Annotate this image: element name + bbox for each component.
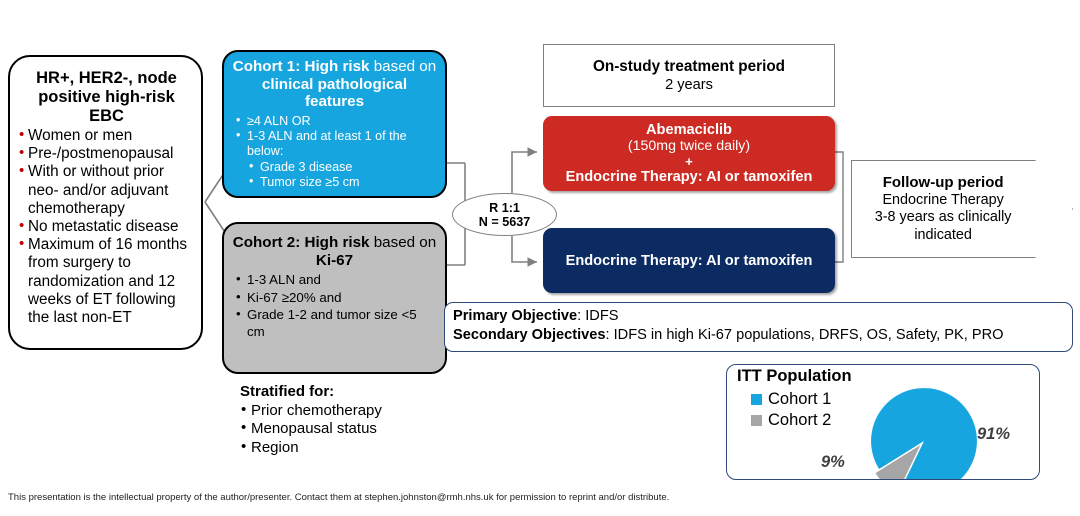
copyright-footer: This presentation is the intellectual pr… (8, 492, 670, 503)
list-item: No metastatic disease (19, 217, 194, 236)
pie-value-label-cohort-2: 9% (821, 453, 845, 471)
stratification-heading: Stratified for: (240, 383, 335, 400)
list-item: Tumor size ≥5 cm (234, 174, 437, 190)
list-item: Menopausal status (240, 419, 455, 439)
on-study-period-box: On-study treatment period 2 years (543, 44, 835, 107)
list-item: Women or men (19, 126, 194, 145)
follow-up-text: Follow-up period Endocrine Therapy 3-8 y… (851, 160, 1035, 258)
cohort-1-box: Cohort 1: High risk based on clinical pa… (222, 50, 447, 198)
arm-a-plus-sign: + (685, 154, 693, 169)
on-study-duration: 2 years (665, 77, 713, 93)
arm-b-label: Endocrine Therapy: AI or tamoxifen (565, 252, 813, 269)
chart-legend: Cohort 1 Cohort 2 (751, 389, 831, 431)
objectives-box: Primary Objective: IDFS Secondary Object… (444, 302, 1073, 352)
cohort-1-title-bold-a: Cohort 1: High risk (232, 58, 370, 75)
follow-up-line-3: 3-8 years as clinically (874, 209, 1012, 225)
list-item: Region (240, 438, 455, 458)
list-item: 1-3 ALN and (234, 271, 437, 289)
pie-slice (871, 388, 977, 479)
follow-up-line-2: Endocrine Therapy (882, 191, 1004, 208)
randomization-sample-size: N = 5637 (478, 214, 531, 229)
randomization-node: R 1:1 N = 5637 (452, 193, 557, 236)
legend-label-cohort-2: Cohort 2 (768, 411, 832, 429)
itt-population-panel: ITT Population Cohort 1 Cohort 2 91% 9% (726, 364, 1040, 480)
arm-a-dose: (150mg twice daily) (627, 138, 751, 154)
list-item: Grade 1-2 and tumor size <5 cm (234, 306, 437, 340)
list-item: Pre-/postmenopausal (19, 144, 194, 163)
arm-a-combo: Endocrine Therapy: AI or tamoxifen (565, 169, 813, 185)
eligibility-criteria-box: HR+, HER2-, node positive high-risk EBC … (8, 55, 203, 350)
cohort-2-title-bold-b: Ki-67 (315, 251, 354, 269)
cohort-1-criteria-list: ≥4 ALN OR 1-3 ALN and at least 1 of the … (234, 113, 437, 190)
treatment-arm-abemaciclib: Abemaciclib (150mg twice daily) + Endocr… (543, 116, 835, 191)
legend-item-cohort-2: Cohort 2 (751, 410, 831, 431)
follow-up-arrow-shape (851, 160, 1073, 258)
list-item: ≥4 ALN OR (234, 113, 437, 129)
cohort-2-title-plain: based on (369, 234, 437, 251)
primary-objective-value: : IDFS (577, 308, 619, 324)
primary-objective-row: Primary Objective: IDFS (453, 307, 1064, 326)
cohort-2-title: Cohort 2: High risk based on Ki-67 (232, 234, 437, 269)
eligibility-title: HR+, HER2-, node positive high-risk EBC (36, 69, 177, 125)
stratification-list: Prior chemotherapy Menopausal status Reg… (240, 401, 455, 458)
follow-up-line-4: indicated (914, 226, 972, 243)
list-item: Prior chemotherapy (240, 401, 455, 421)
pie-value-label-cohort-1: 91% (977, 425, 1011, 443)
list-item: Grade 3 disease (234, 159, 437, 175)
arm-a-drug: Abemaciclib (646, 122, 732, 138)
itt-pie-chart (871, 388, 977, 479)
list-item: Maximum of 16 months from surgery to ran… (19, 235, 194, 327)
cohort-2-title-bold-a: Cohort 2: High risk (232, 234, 370, 251)
secondary-objective-label: Secondary Objectives (453, 327, 606, 343)
cohort-2-criteria-list: 1-3 ALN and Ki-67 ≥20% and Grade 1-2 and… (234, 271, 437, 340)
list-item: Ki-67 ≥20% and (234, 289, 437, 307)
follow-up-title: Follow-up period (882, 174, 1004, 191)
list-item: 1-3 ALN and at least 1 of the below: (234, 128, 437, 158)
legend-label-cohort-1: Cohort 1 (768, 390, 832, 408)
legend-item-cohort-1: Cohort 1 (751, 389, 831, 410)
cohort-1-title-bold-b: clinical pathological features (261, 75, 408, 111)
itt-chart-title: ITT Population (737, 367, 852, 385)
on-study-title: On-study treatment period (592, 58, 786, 75)
treatment-arm-endocrine-therapy: Endocrine Therapy: AI or tamoxifen (543, 228, 835, 293)
secondary-objective-row: Secondary Objectives: IDFS in high Ki-67… (453, 326, 1064, 345)
primary-objective-label: Primary Objective (453, 308, 578, 324)
stratification-factors: Stratified for: Prior chemotherapy Menop… (240, 383, 455, 457)
legend-swatch-cohort-1 (751, 394, 762, 405)
cohort-1-title: Cohort 1: High risk based on clinical pa… (232, 58, 437, 111)
pie-slice (875, 445, 921, 479)
eligibility-criteria-list: Women or men Pre-/postmenopausal With or… (19, 126, 194, 327)
secondary-objective-value: : IDFS in high Ki-67 populations, DRFS, … (605, 327, 1004, 343)
legend-swatch-cohort-2 (751, 415, 762, 426)
list-item: With or without prior neo- and/or adjuva… (19, 162, 194, 218)
randomization-ratio: R 1:1 (489, 200, 520, 215)
cohort-1-title-plain: based on (369, 58, 437, 75)
follow-up-period-arrow: Follow-up period Endocrine Therapy 3-8 y… (851, 160, 1073, 258)
cohort-2-box: Cohort 2: High risk based on Ki-67 1-3 A… (222, 222, 447, 374)
